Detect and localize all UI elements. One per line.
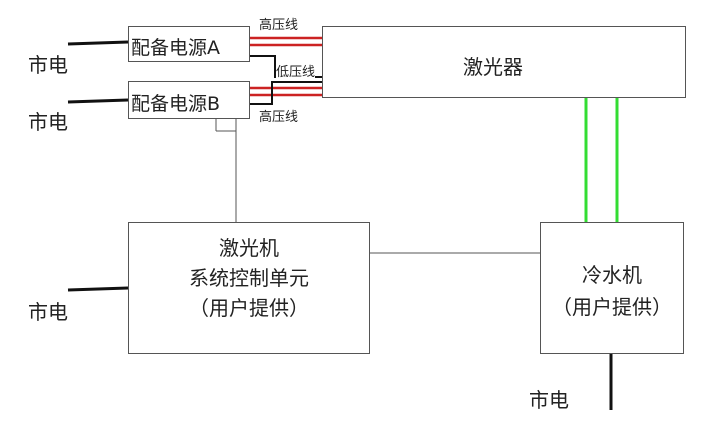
- lv-label: 低压线: [276, 61, 316, 80]
- chiller-note: （用户提供）: [552, 295, 672, 319]
- control-unit-subtitle: 系统控制单元: [189, 266, 309, 290]
- laser-label: 激光器: [463, 55, 523, 79]
- control-unit-title: 激光机: [219, 236, 279, 260]
- hv-label-top: 高压线: [259, 18, 299, 33]
- power-supply-a-box: 配备电源A: [128, 26, 250, 62]
- control-unit-box: 激光机 系统控制单元 （用户提供）: [128, 222, 370, 354]
- mains-line-ctrl: [67, 286, 129, 292]
- mains-label-ctrl: 市电: [28, 300, 68, 324]
- mains-label-chiller: 市电: [529, 388, 569, 412]
- power-supply-b-label: 配备电源B: [131, 93, 221, 115]
- mains-line-b: [67, 98, 129, 104]
- chiller-title: 冷水机: [582, 263, 642, 287]
- power-supply-b-box: 配备电源B: [128, 81, 250, 119]
- power-supply-a-label: 配备电源A: [131, 37, 220, 59]
- hv-label-bottom: 高压线: [259, 110, 299, 125]
- chiller-box: 冷水机 （用户提供）: [540, 222, 684, 354]
- mains-label-a: 市电: [28, 53, 68, 77]
- laser-box: 激光器: [322, 26, 686, 98]
- mains-line-a: [67, 40, 129, 46]
- mains-label-b: 市电: [28, 110, 68, 134]
- lv-line-b: [249, 81, 322, 105]
- control-unit-note: （用户提供）: [189, 296, 309, 320]
